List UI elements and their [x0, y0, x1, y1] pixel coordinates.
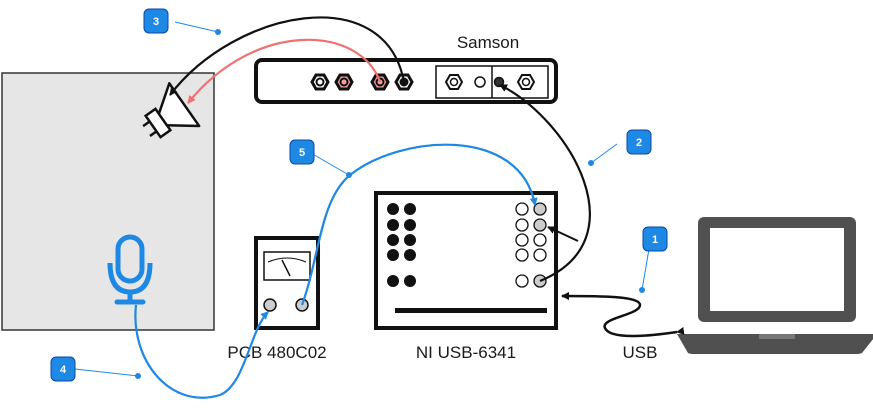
cable-3-red: [187, 38, 382, 104]
cable-1-usb: [561, 292, 685, 338]
svg-text:3: 3: [153, 16, 159, 28]
cable-2-black: [499, 84, 591, 283]
svg-text:2: 2: [636, 137, 642, 149]
usb-label: USB: [623, 343, 658, 362]
ni-daq: [374, 191, 558, 330]
samson-label: Samson: [457, 33, 519, 52]
laptop-icon: [677, 217, 873, 354]
badge-5: 5: [289, 139, 315, 165]
callout-leaders: [74, 21, 651, 379]
amp-input-panel: [435, 65, 549, 99]
gauge-icon: [263, 251, 311, 281]
daq-right-ports: [515, 202, 547, 288]
daq-left-ports: [387, 203, 416, 287]
daq-internal-link: [547, 226, 579, 242]
daq-slot: [395, 308, 547, 313]
pcb-label: PCB 480C02: [227, 343, 326, 362]
badge-4: 4: [50, 356, 76, 382]
ni-label: NI USB-6341: [416, 343, 516, 362]
microphone-icon: [107, 234, 153, 305]
cable-3-black: [169, 16, 406, 96]
svg-text:1: 1: [652, 234, 658, 246]
cable-4-blue: [134, 304, 269, 399]
badge-2: 2: [626, 129, 652, 155]
badge-1: 1: [642, 226, 668, 252]
badge-3: 3: [143, 8, 169, 34]
speaker-icon: [142, 82, 201, 139]
svg-text:5: 5: [299, 147, 305, 159]
samson-amplifier: [254, 58, 558, 104]
cable-5-blue: [300, 143, 538, 306]
svg-text:4: 4: [60, 364, 67, 376]
